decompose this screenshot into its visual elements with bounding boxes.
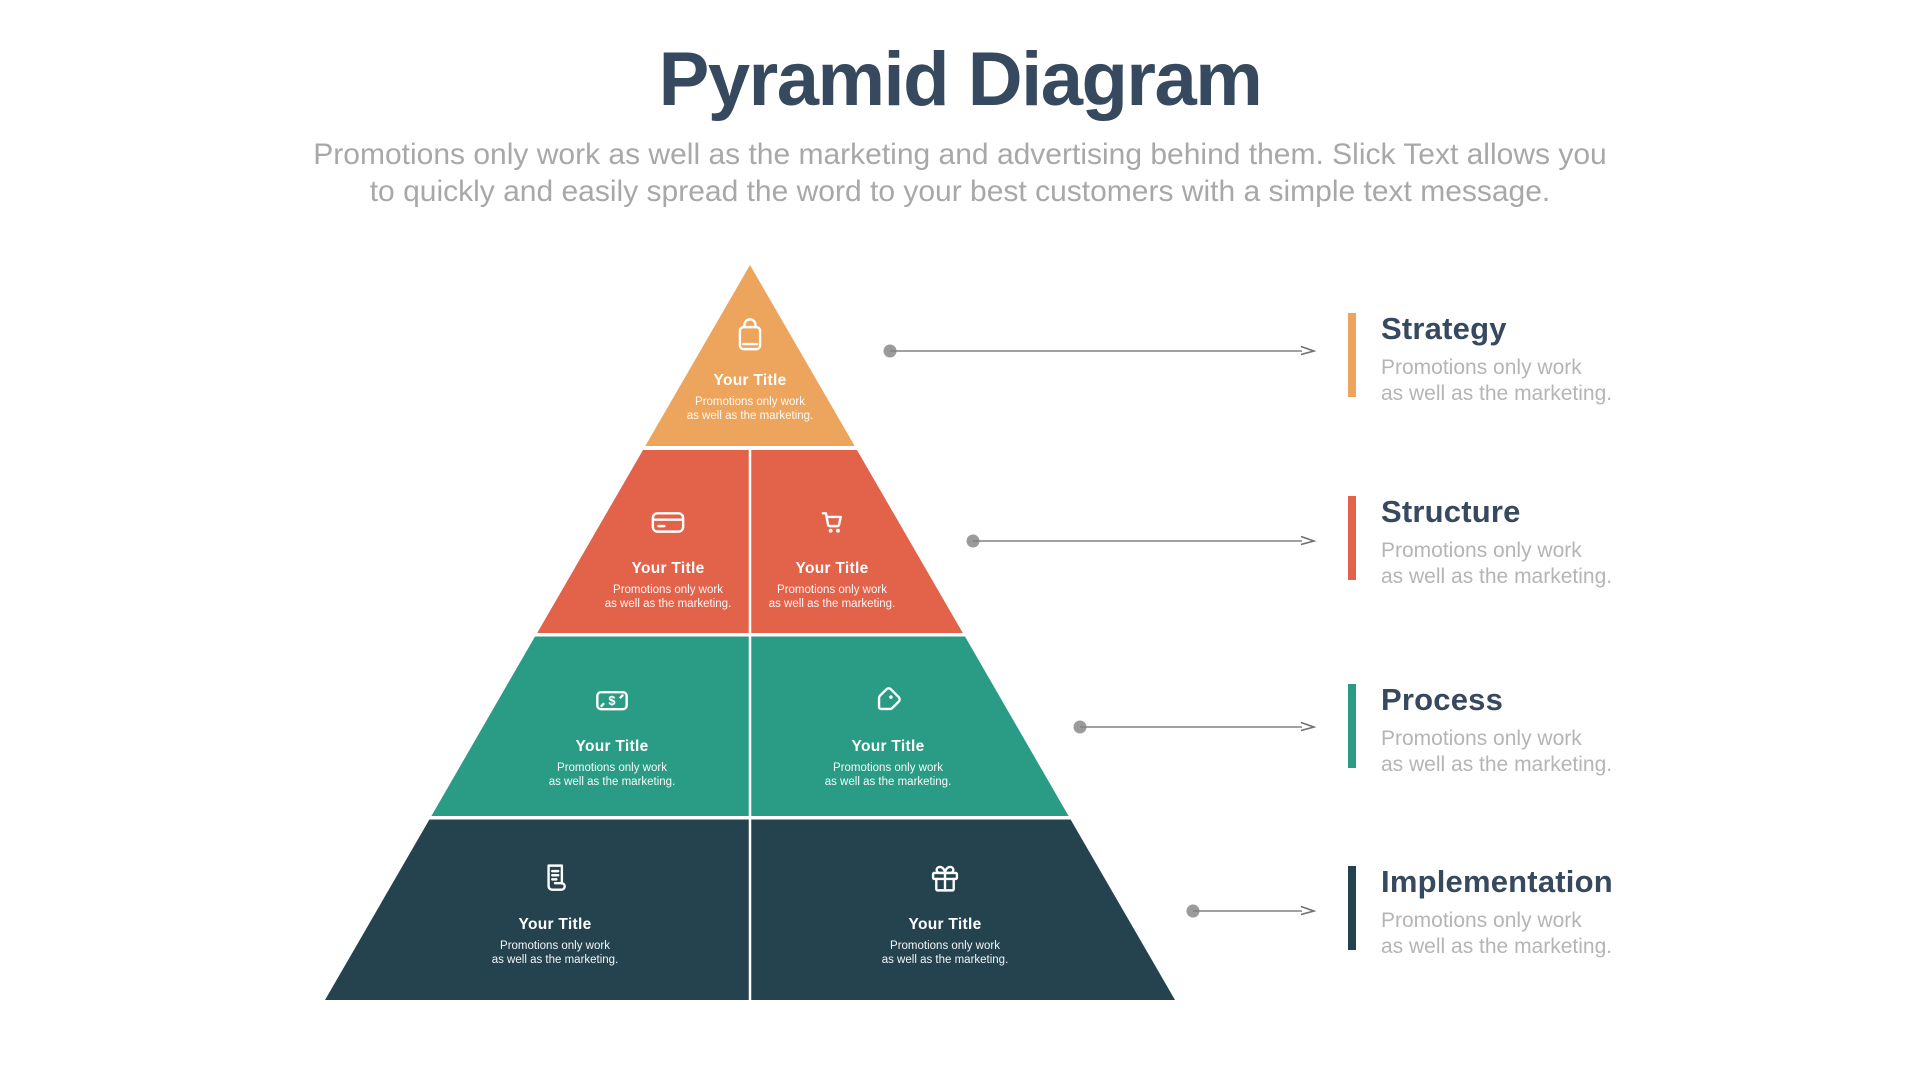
page-title: Pyramid Diagram [658, 37, 1263, 122]
page-subtitle: Promotions only work as well as the mark… [0, 136, 1920, 210]
label-title: Structure [1381, 494, 1521, 529]
dollar-glyph: $ [608, 693, 615, 708]
segment-desc-line: as well as the marketing. [768, 597, 896, 610]
label-structure: Structure Promotions only work as well a… [1348, 494, 1612, 590]
segment-description: Promotions only work as well as the mark… [435, 940, 675, 967]
label-color-bar [1348, 866, 1356, 950]
label-desc-line: Promotions only work [1381, 726, 1582, 750]
money-bill-icon: $ [596, 691, 628, 711]
segment-title: Your Title [851, 738, 925, 755]
label-color-bar [1348, 684, 1356, 768]
pyramid-segment-4-left: Your Title Promotions only work as well … [435, 856, 675, 967]
subtitle-line-1: Promotions only work as well as the mark… [313, 137, 1607, 171]
label-desc-line: Promotions only work [1381, 355, 1582, 379]
label-desc-line: as well as the marketing. [1381, 381, 1613, 405]
label-description: Promotions only work as well as the mark… [1381, 355, 1612, 407]
label-description: Promotions only work as well as the mark… [1381, 538, 1612, 590]
label-color-bar [1348, 496, 1356, 580]
segment-desc-line: as well as the marketing. [491, 953, 619, 966]
label-desc-line: as well as the marketing. [1381, 934, 1613, 958]
connector-arrow-process [1073, 720, 1317, 734]
pyramid-segment-3-right: Your Title Promotions only work as well … [768, 678, 1008, 789]
receipt-icon [547, 864, 566, 891]
connector-arrow-implementation [1186, 904, 1317, 918]
pyramid-segment-1: Your Title Promotions only work as well … [630, 312, 870, 423]
credit-card-icon [651, 512, 685, 533]
label-desc-line: as well as the marketing. [1381, 752, 1613, 776]
label-title: Implementation [1381, 864, 1613, 899]
segment-description: Promotions only work as well as the mark… [712, 584, 952, 611]
shopping-bag-icon [738, 318, 762, 351]
segment-desc-line: Promotions only work [557, 762, 667, 774]
segment-title: Your Title [575, 738, 649, 755]
segment-title: Your Title [518, 916, 592, 933]
segment-description: Promotions only work as well as the mark… [768, 762, 1008, 789]
label-desc-line: Promotions only work [1381, 908, 1582, 932]
label-title: Process [1381, 682, 1504, 717]
segment-desc-line: as well as the marketing. [604, 597, 732, 610]
price-tag-icon [877, 687, 901, 711]
label-process: Process Promotions only work as well as … [1348, 682, 1612, 778]
arrow-head [1300, 345, 1317, 356]
segment-title: Your Title [795, 560, 869, 577]
label-desc-line: Promotions only work [1381, 538, 1582, 562]
arrow-head [1300, 535, 1317, 546]
segment-desc-line: as well as the marketing. [686, 409, 814, 422]
segment-description: Promotions only work as well as the mark… [492, 762, 732, 789]
connector-arrow-structure [966, 534, 1317, 548]
segment-desc-line: Promotions only work [833, 762, 943, 774]
segment-desc-line: as well as the marketing. [881, 953, 1009, 966]
subtitle-line-2: to quickly and easily spread the word to… [369, 174, 1551, 208]
segment-desc-line: as well as the marketing. [548, 775, 676, 788]
label-desc-line: as well as the marketing. [1381, 564, 1613, 588]
shopping-cart-icon [821, 512, 842, 533]
segment-description: Promotions only work as well as the mark… [630, 396, 870, 423]
label-color-bar [1348, 313, 1356, 397]
segment-desc-line: Promotions only work [500, 940, 610, 952]
segment-title: Your Title [631, 560, 705, 577]
segment-desc-line: Promotions only work [777, 584, 887, 596]
label-implementation: Implementation Promotions only work as w… [1348, 864, 1613, 960]
gift-icon [931, 865, 959, 892]
segment-desc-line: as well as the marketing. [824, 775, 952, 788]
connector-arrow-strategy [883, 344, 1317, 358]
pyramid-segment-4-right: Your Title Promotions only work as well … [825, 856, 1065, 967]
segment-desc-line: Promotions only work [695, 396, 805, 408]
arrow-head [1300, 905, 1317, 916]
pyramid-segment-3-left: $ Your Title Promotions only work as wel… [492, 678, 732, 789]
segment-desc-line: Promotions only work [613, 584, 723, 596]
segment-desc-line: Promotions only work [890, 940, 1000, 952]
segment-title: Your Title [713, 372, 787, 389]
arrow-head [1300, 721, 1317, 732]
pyramid-segment-2-left: Your Title Promotions only work as well … [548, 500, 788, 611]
label-title: Strategy [1381, 311, 1507, 346]
segment-title: Your Title [908, 916, 982, 933]
label-description: Promotions only work as well as the mark… [1381, 726, 1612, 778]
pyramid-segment-2-right: Your Title Promotions only work as well … [712, 500, 952, 611]
label-description: Promotions only work as well as the mark… [1381, 908, 1613, 960]
label-strategy: Strategy Promotions only work as well as… [1348, 311, 1612, 407]
segment-description: Promotions only work as well as the mark… [825, 940, 1065, 967]
segment-description: Promotions only work as well as the mark… [548, 584, 788, 611]
pyramid-level-1-shape [645, 265, 855, 446]
